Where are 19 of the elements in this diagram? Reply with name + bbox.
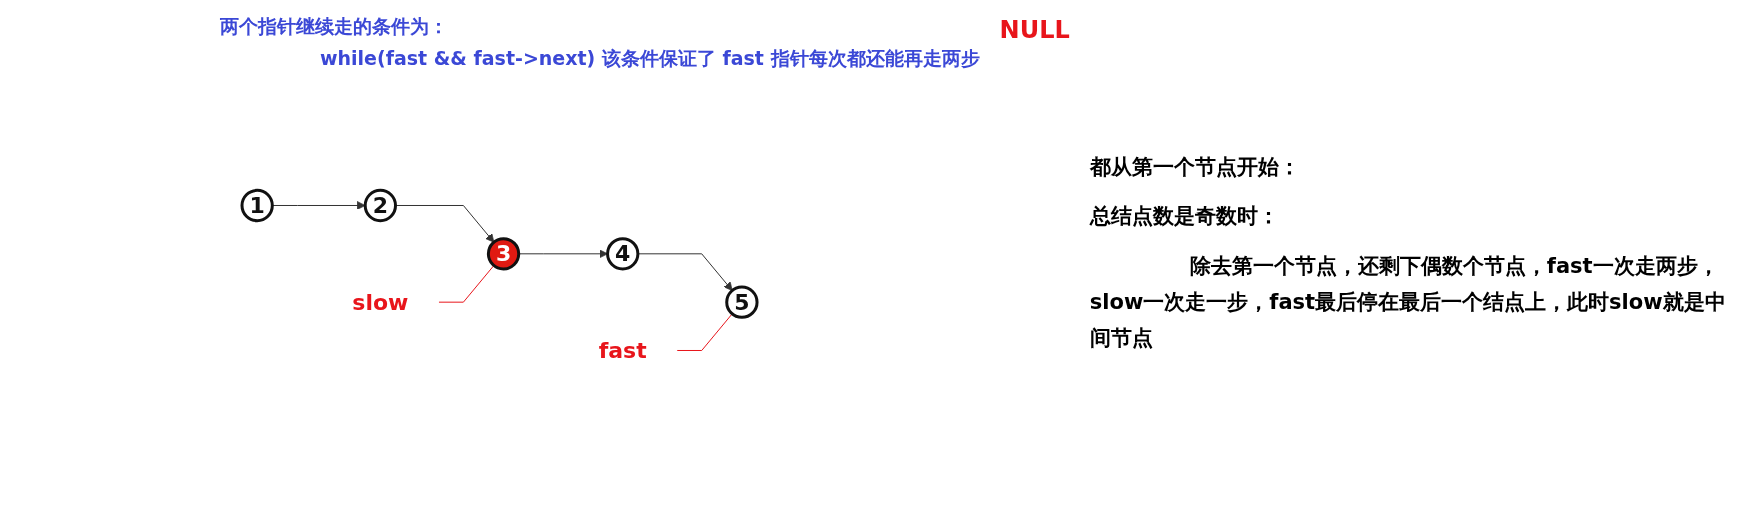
node-circle: 5 [725, 285, 759, 319]
note-text: 总结点数是奇数时： [1089, 203, 1280, 231]
node-text: slow [352, 289, 409, 315]
arrow [637, 253, 733, 291]
note-text: 都从第一个节点开始： [1089, 153, 1301, 181]
arrow [272, 200, 366, 210]
connector [438, 264, 495, 303]
connector [676, 313, 733, 351]
code-note: while(fast && fast->next) 该条件保证了 fast 指针每次都还能再走两步 [319, 46, 980, 72]
node-circle: 3 [487, 236, 521, 271]
null-label: NULL [999, 15, 1070, 46]
node-circle: 2 [363, 188, 398, 222]
note-text: 两个指针继续走的条件为： [220, 14, 449, 39]
arrow [518, 249, 609, 258]
node-circle: 4 [606, 236, 640, 271]
note-paragraph: 除去第一个节点，还剩下偶数个节点，fast一次走两步，slow一次走一步，fast最后停在最后一个结点上，此时slow就是中间节点 [1089, 253, 1727, 352]
node-text: fast [598, 337, 647, 363]
node-circle: 1 [240, 188, 275, 222]
arrow [395, 204, 495, 243]
